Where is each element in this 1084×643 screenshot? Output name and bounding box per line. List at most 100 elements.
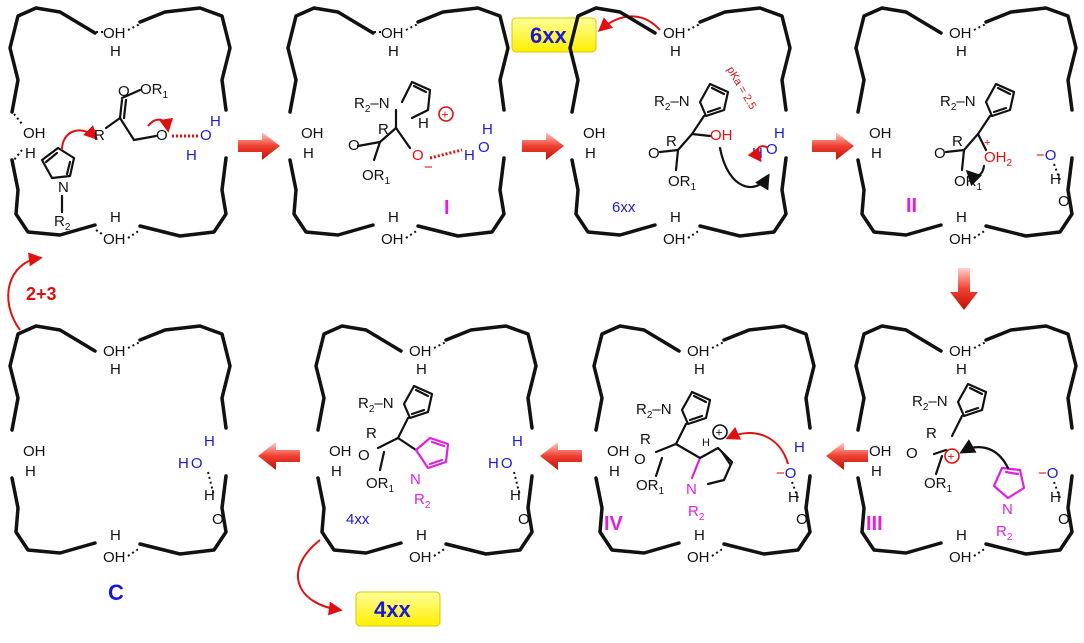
svg-text:H: H xyxy=(1050,171,1061,188)
svg-text:N: N xyxy=(410,471,421,488)
flow-arrow-down xyxy=(950,268,978,310)
svg-text:OH: OH xyxy=(663,231,686,248)
svg-text:H: H xyxy=(794,439,805,456)
svg-text:OR1: OR1 xyxy=(366,475,395,495)
svg-text:OH: OH xyxy=(301,125,324,142)
svg-text:H: H xyxy=(585,145,596,162)
svg-text:O: O xyxy=(796,511,808,528)
svg-text:H: H xyxy=(609,463,620,480)
svg-text:OH: OH xyxy=(381,231,404,248)
svg-text:−O: −O xyxy=(776,465,796,482)
svg-text:R2–N: R2–N xyxy=(940,93,976,113)
svg-text:H: H xyxy=(416,527,427,544)
label-intermediate-iv: IV xyxy=(604,513,624,535)
water-h-top: H xyxy=(210,113,221,130)
panel-6xx: OH H OH H OH H R2–N R OH O OR1 pKa = 2.5… xyxy=(568,6,792,248)
panel-start: OH H OH H OH H N R2 O OR1 R O H O H xyxy=(8,6,232,248)
svg-text:H: H xyxy=(774,125,785,142)
svg-text:H: H xyxy=(110,361,121,378)
svg-text:O: O xyxy=(1058,193,1070,210)
ester-o: O xyxy=(118,83,130,100)
oh2-group: OH2 xyxy=(984,149,1013,169)
svg-text:OH: OH xyxy=(949,25,972,42)
svg-text:OH: OH xyxy=(687,549,710,566)
svg-text:H: H xyxy=(204,487,215,504)
svg-text:R2–N: R2–N xyxy=(636,401,672,421)
oh-product: OH xyxy=(710,127,733,144)
svg-text:R: R xyxy=(366,425,377,442)
or1-label: OR1 xyxy=(140,81,169,101)
regeneration-arrow xyxy=(7,252,43,331)
svg-text:O: O xyxy=(634,451,646,468)
svg-text:HO: HO xyxy=(488,455,513,472)
label-intermediate-ii: II xyxy=(906,195,917,217)
h-left: H xyxy=(25,145,36,162)
svg-text:H: H xyxy=(110,527,121,544)
panel-intermediate-iii: OH H OH H OH H R2–N R + O OR1 N R2 −O O … xyxy=(854,324,1078,566)
h-top: H xyxy=(110,43,121,60)
flow-arrow-4 xyxy=(826,442,868,470)
svg-text:OH: OH xyxy=(583,125,606,142)
product-4xx-box: 4xx xyxy=(355,591,441,627)
flow-arrow-1 xyxy=(238,132,280,160)
r2-label: R2 xyxy=(54,213,71,233)
svg-text:O: O xyxy=(906,445,918,462)
svg-text:OH: OH xyxy=(23,443,46,460)
svg-text:OR1: OR1 xyxy=(924,475,953,495)
svg-text:H: H xyxy=(670,209,681,226)
svg-text:OH: OH xyxy=(607,443,630,460)
svg-text:H: H xyxy=(956,43,967,60)
svg-text:R2: R2 xyxy=(996,523,1013,543)
svg-text:OR1: OR1 xyxy=(636,477,665,497)
flow-arrow-6 xyxy=(258,442,300,470)
flow-arrow-3 xyxy=(812,132,854,160)
svg-text:H: H xyxy=(956,209,967,226)
svg-text:H: H xyxy=(204,433,215,450)
svg-text:H: H xyxy=(388,43,399,60)
svg-text:H: H xyxy=(416,361,427,378)
svg-text:R: R xyxy=(926,425,937,442)
svg-text:+: + xyxy=(984,137,990,149)
svg-text:OH: OH xyxy=(949,231,972,248)
svg-text:O: O xyxy=(766,141,778,158)
svg-text:−O: −O xyxy=(1036,147,1056,164)
svg-text:−: − xyxy=(424,159,433,176)
svg-text:−O: −O xyxy=(1038,465,1058,482)
oh-bottom: OH xyxy=(103,231,126,248)
water-h-left: H xyxy=(186,147,197,164)
release-arrow-4xx xyxy=(296,539,343,616)
svg-text:H: H xyxy=(871,463,882,480)
pka-note: pKa = 2.5 xyxy=(724,65,758,112)
svg-text:O: O xyxy=(934,145,946,162)
product-4xx-label: 4xx xyxy=(374,597,411,622)
oh-top: OH xyxy=(103,25,126,42)
svg-text:O: O xyxy=(1058,511,1070,528)
svg-text:O: O xyxy=(348,137,360,154)
product-6xx-box: 6xx xyxy=(511,17,597,53)
svg-text:R: R xyxy=(378,121,389,138)
svg-text:O: O xyxy=(212,511,224,528)
svg-text:H: H xyxy=(956,361,967,378)
label-intermediate-i: I xyxy=(444,197,450,219)
svg-text:OH: OH xyxy=(869,443,892,460)
svg-text:OH: OH xyxy=(949,549,972,566)
oh-left: OH xyxy=(23,125,46,142)
svg-text:H: H xyxy=(388,209,399,226)
svg-text:H: H xyxy=(418,115,429,132)
svg-text:OR1: OR1 xyxy=(668,173,697,193)
step-2plus3-label: 2+3 xyxy=(26,284,57,304)
r-label: R xyxy=(94,127,105,144)
svg-text:R2–N: R2–N xyxy=(358,395,394,415)
svg-text:H: H xyxy=(702,437,710,449)
svg-text:N: N xyxy=(686,481,697,498)
panel-intermediate-iv: OH H OH H OH H R2–N R O OR1 H + N R2 −O … xyxy=(592,324,816,566)
svg-text:+: + xyxy=(716,426,723,440)
flow-arrow-5 xyxy=(540,442,582,470)
svg-text:H: H xyxy=(694,361,705,378)
svg-text:H: H xyxy=(464,147,475,164)
svg-text:O: O xyxy=(358,447,370,464)
svg-text:R2–N: R2–N xyxy=(912,393,948,413)
